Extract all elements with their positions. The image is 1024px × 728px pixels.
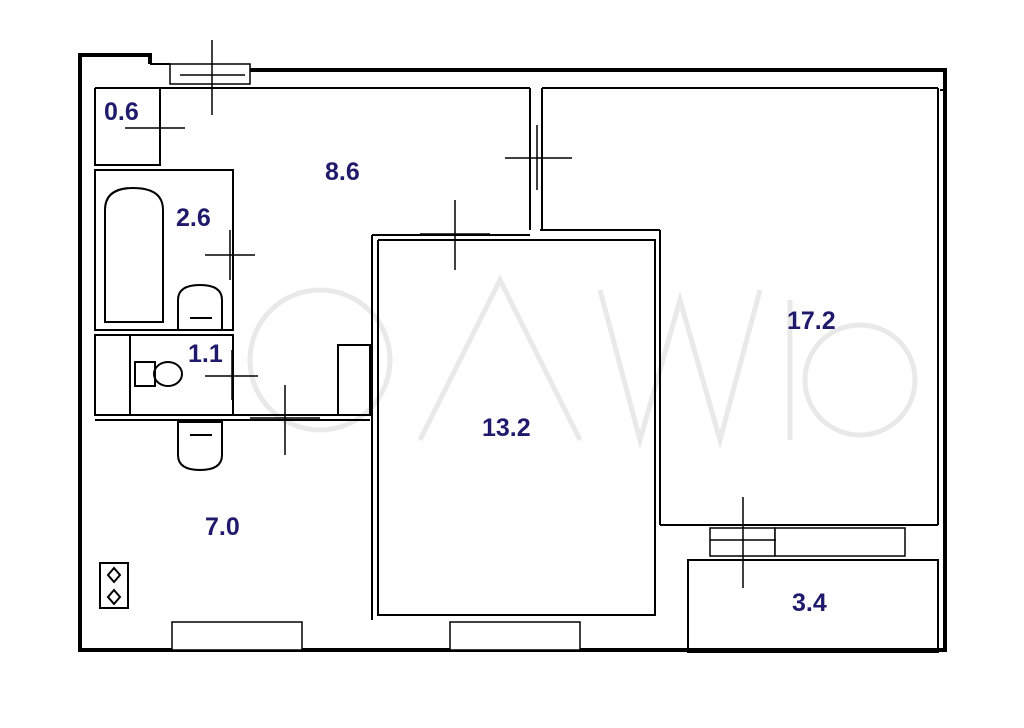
sink-bathroom: [177, 283, 223, 331]
toilet: [134, 361, 183, 387]
room-area-middle-room: 13.2: [482, 414, 531, 442]
door-marks: [125, 40, 776, 588]
stove: [99, 562, 129, 609]
kitchen-window: [171, 621, 303, 651]
interior-walls: [94, 87, 939, 653]
room-window: [449, 621, 581, 651]
room-area-hallway: 8.6: [325, 158, 360, 186]
room-area-bathroom: 2.6: [176, 204, 211, 232]
outer-walls: [78, 53, 947, 652]
window-top: [169, 63, 251, 85]
room-area-storage: 0.6: [104, 98, 139, 126]
sink-kitchen: [177, 421, 223, 472]
watermark-logo: [247, 274, 918, 450]
bathtub: [104, 186, 164, 323]
room-area-kitchen: 7.0: [205, 513, 240, 541]
balcony-window: [774, 527, 906, 557]
room-area-large-room: 17.2: [787, 307, 836, 335]
room-area-balcony: 3.4: [792, 589, 827, 617]
room-area-toilet: 1.1: [188, 340, 223, 368]
